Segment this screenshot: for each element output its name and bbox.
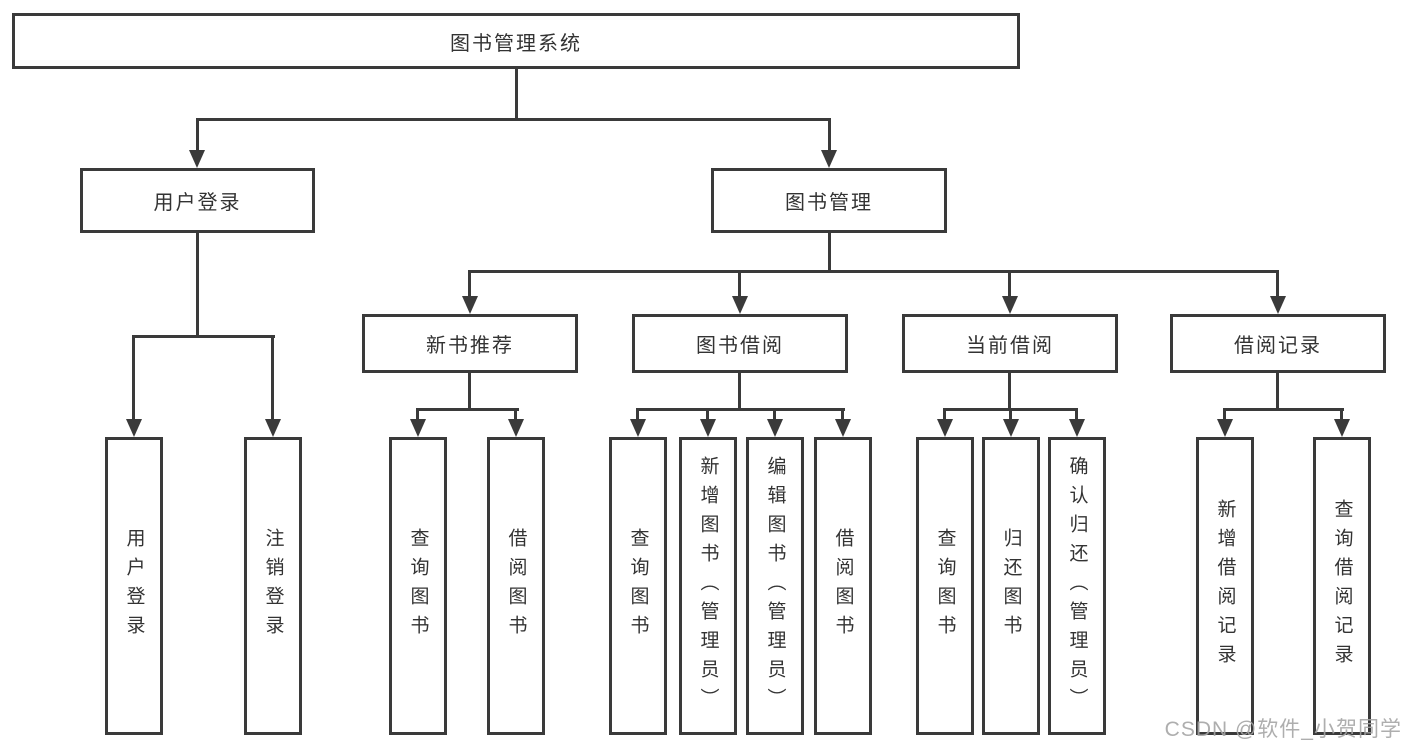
node-label: 借阅记录: [1234, 335, 1322, 357]
arrowhead-down-icon: [732, 296, 748, 314]
leaf-query-books-recommend: 查询图书: [389, 437, 447, 735]
connector-line: [773, 408, 776, 422]
node-new-book-recommend: 新书推荐: [362, 314, 578, 373]
leaf-label: 借阅图书: [832, 528, 854, 644]
node-label: 图书借阅: [696, 335, 784, 357]
arrowhead-down-icon: [767, 419, 783, 437]
leaf-user-login: 用户登录: [105, 437, 163, 735]
arrowhead-down-icon: [835, 419, 851, 437]
leaf-logout: 注销登录: [244, 437, 302, 735]
connector-line: [132, 335, 275, 338]
node-label: 图书管理系统: [450, 32, 582, 55]
arrowhead-down-icon: [189, 150, 205, 168]
connector-line: [1223, 408, 1226, 422]
connector-line: [196, 233, 199, 337]
arrowhead-down-icon: [1002, 296, 1018, 314]
arrowhead-down-icon: [1270, 296, 1286, 314]
arrowhead-down-icon: [937, 419, 953, 437]
arrowhead-down-icon: [410, 419, 426, 437]
leaf-query-books-borrowing: 查询图书: [609, 437, 667, 735]
connector-line: [1075, 408, 1078, 422]
arrowhead-down-icon: [821, 150, 837, 168]
connector-line: [132, 335, 135, 421]
leaf-label: 新增图书（管理员）: [697, 455, 719, 717]
arrowhead-down-icon: [126, 419, 142, 437]
connector-line: [1223, 408, 1344, 411]
arrowhead-down-icon: [1003, 419, 1019, 437]
leaf-label: 编辑图书（管理员）: [764, 455, 786, 717]
leaf-confirm-return-admin: 确认归还（管理员）: [1048, 437, 1106, 735]
leaf-add-books-admin: 新增图书（管理员）: [679, 437, 737, 735]
connector-line: [738, 373, 741, 410]
connector-line: [828, 118, 831, 152]
leaf-label: 新增借阅记录: [1214, 499, 1236, 673]
arrowhead-down-icon: [508, 419, 524, 437]
arrowhead-down-icon: [1069, 419, 1085, 437]
leaf-return-books: 归还图书: [982, 437, 1040, 735]
connector-line: [514, 408, 517, 422]
connector-line: [738, 270, 741, 298]
connector-line: [1009, 408, 1012, 422]
leaf-edit-books-admin: 编辑图书（管理员）: [746, 437, 804, 735]
leaf-query-borrow-record: 查询借阅记录: [1313, 437, 1371, 735]
node-label: 新书推荐: [426, 335, 514, 357]
connector-line: [828, 233, 831, 272]
connector-line: [468, 373, 471, 410]
node-label: 用户登录: [153, 192, 242, 214]
leaf-label: 查询图书: [934, 528, 956, 644]
leaf-label: 查询图书: [627, 528, 649, 644]
connector-line: [416, 408, 519, 411]
connector-line: [416, 408, 419, 422]
leaf-label: 用户登录: [123, 528, 145, 644]
connector-line: [271, 335, 274, 421]
connector-line: [636, 408, 639, 422]
connector-line: [1340, 408, 1343, 422]
leaf-query-books-current: 查询图书: [916, 437, 974, 735]
connector-line: [1008, 373, 1011, 410]
connector-line: [468, 270, 471, 298]
leaf-label: 归还图书: [1000, 528, 1022, 644]
arrowhead-down-icon: [1334, 419, 1350, 437]
leaf-add-borrow-record: 新增借阅记录: [1196, 437, 1254, 735]
arrowhead-down-icon: [1217, 419, 1233, 437]
leaf-label: 查询借阅记录: [1331, 499, 1353, 673]
connector-line: [1008, 270, 1011, 298]
connector-line: [1276, 373, 1279, 410]
node-book-management-module: 图书管理: [711, 168, 947, 233]
connector-line: [943, 408, 946, 422]
leaf-label: 确认归还（管理员）: [1066, 455, 1088, 717]
arrowhead-down-icon: [630, 419, 646, 437]
connector-line: [841, 408, 844, 422]
arrowhead-down-icon: [462, 296, 478, 314]
leaf-borrow-books: 借阅图书: [814, 437, 872, 735]
node-user-login-module: 用户登录: [80, 168, 315, 233]
node-book-borrowing: 图书借阅: [632, 314, 848, 373]
arrowhead-down-icon: [265, 419, 281, 437]
connector-line: [636, 408, 845, 411]
leaf-label: 注销登录: [262, 528, 284, 644]
node-label: 图书管理: [785, 192, 873, 214]
leaf-label: 查询图书: [407, 528, 429, 644]
connector-line: [515, 69, 518, 118]
connector-line: [1276, 270, 1279, 298]
connector-line: [706, 408, 709, 422]
node-root-library-system: 图书管理系统: [12, 13, 1020, 69]
node-label: 当前借阅: [966, 335, 1054, 357]
node-borrowing-records: 借阅记录: [1170, 314, 1386, 373]
leaf-label: 借阅图书: [505, 528, 527, 644]
arrowhead-down-icon: [700, 419, 716, 437]
connector-line: [468, 270, 1279, 273]
leaf-borrow-books-recommend: 借阅图书: [487, 437, 545, 735]
connector-line: [196, 118, 831, 121]
connector-line: [196, 118, 199, 152]
csdn-watermark: CSDN @软件_小贺同学: [1164, 718, 1402, 741]
node-current-borrowing: 当前借阅: [902, 314, 1118, 373]
